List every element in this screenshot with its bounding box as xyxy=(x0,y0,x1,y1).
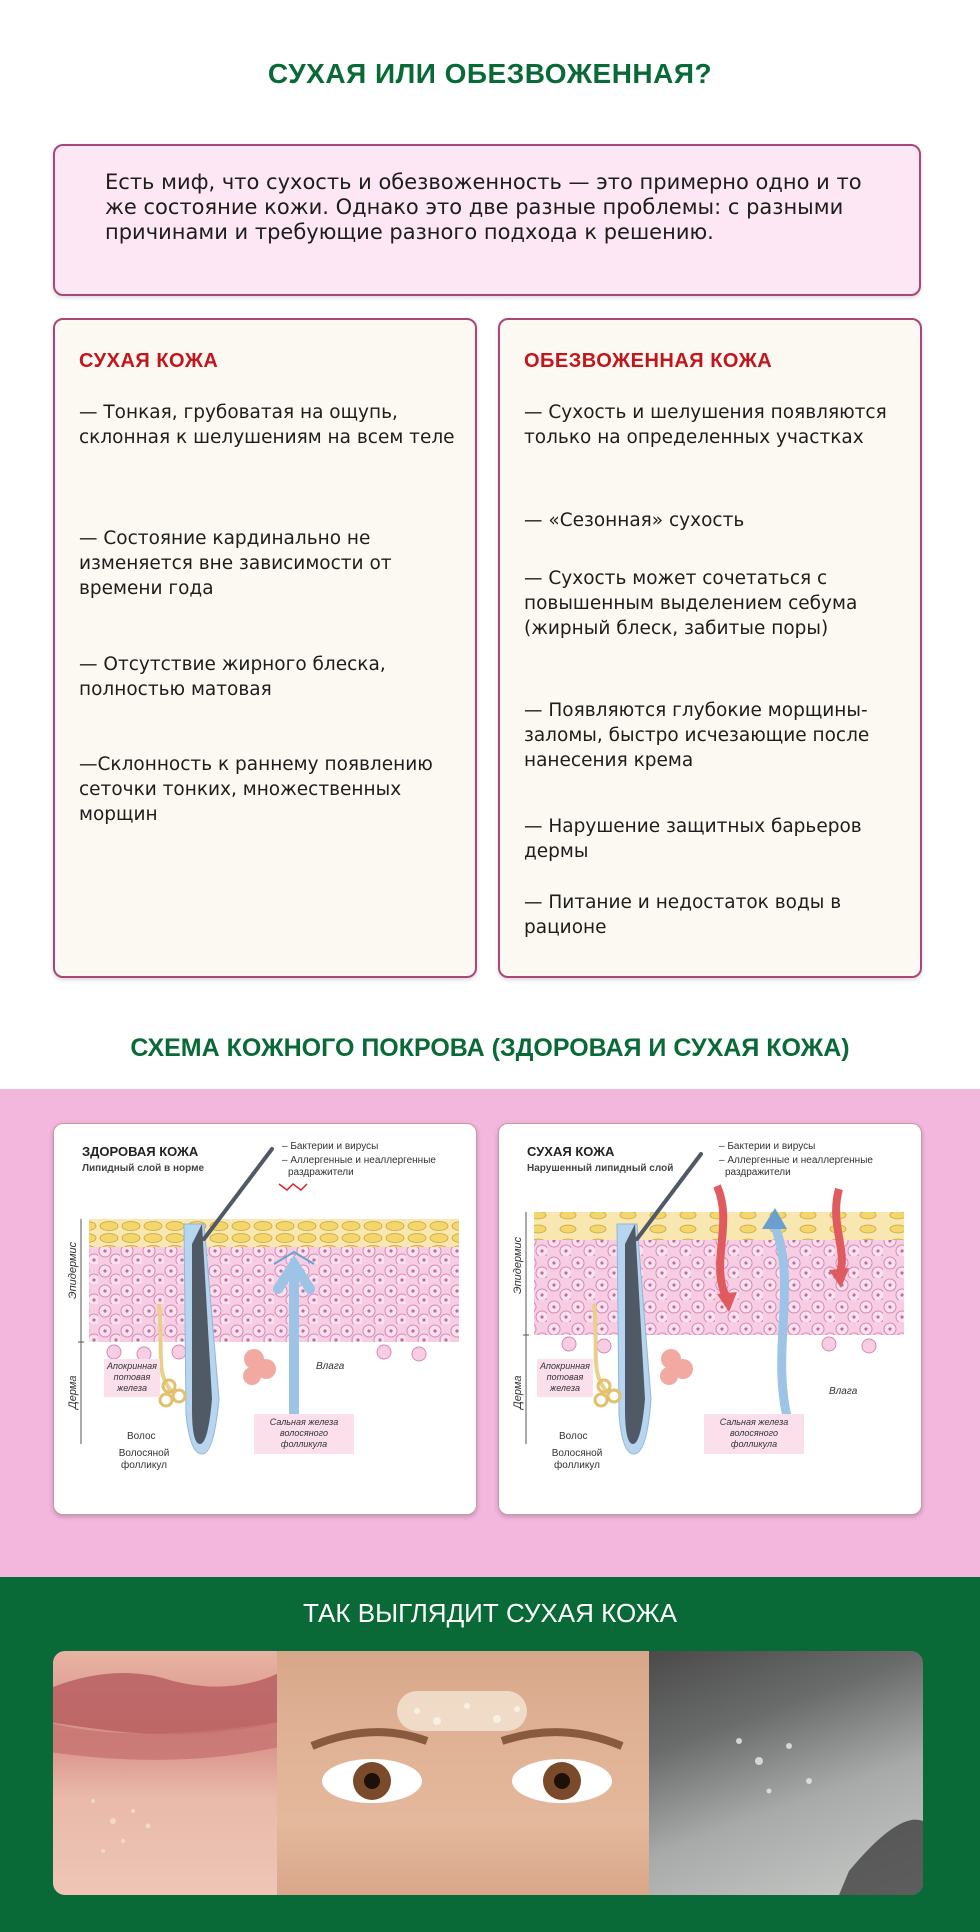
dry-skin-illustration: Эпидермис Дерма СУХАЯ КОЖА Нарушенный ли… xyxy=(512,1141,904,1471)
note-allergens: – Аллергенные и неаллергенные xyxy=(282,1155,436,1166)
sebaceous-label: Сальная железа xyxy=(270,1417,339,1427)
dermis-label: Дерма xyxy=(512,1375,524,1411)
note-allergens: – Аллергенные и неаллергенные xyxy=(719,1155,873,1166)
sebaceous-label: Сальная железа xyxy=(720,1417,789,1427)
dehydrated-item: — Сухость и шелушения появляются только … xyxy=(524,402,887,448)
sebaceous-label: волосяного xyxy=(280,1428,328,1438)
hair-shape xyxy=(192,1224,212,1444)
dry-skin-card: СУХАЯ КОЖА — Тонкая, грубоватая на ощупь… xyxy=(53,318,477,978)
page-title: СУХАЯ ИЛИ ОБЕЗВОЖЕННАЯ? xyxy=(267,58,713,89)
photo-lips xyxy=(53,1651,283,1895)
healthy-skin-illustration: Эпидермис Дерма ЗДОРОВАЯ КОЖА Липидный с… xyxy=(67,1141,459,1471)
gland-label: Апокринная xyxy=(539,1361,590,1371)
gland-label: железа xyxy=(116,1383,147,1393)
sebaceous-label: волосяного xyxy=(730,1428,778,1438)
lipid-layer xyxy=(89,1219,459,1247)
dry-item: — Тонкая, грубоватая на ощупь, склонная … xyxy=(79,402,455,448)
dehydrated-skin-heading: ОБЕЗВОЖЕННАЯ КОЖА xyxy=(524,350,773,372)
photo-eyes xyxy=(277,1651,649,1895)
epidermis-label: Эпидермис xyxy=(67,1241,79,1299)
hair-label: Волос xyxy=(559,1431,588,1442)
note-bacteria: – Бактерии и вирусы xyxy=(282,1141,378,1152)
dehydrated-item: — Нарушение защитных барьеров дермы xyxy=(524,816,862,862)
scheme-title: СХЕМА КОЖНОГО ПОКРОВА (ЗДОРОВАЯ И СУХАЯ … xyxy=(130,1034,850,1062)
dehydrated-item: — Питание и недостаток воды в рационе xyxy=(524,892,842,938)
note-irritants: раздражители xyxy=(725,1167,791,1178)
dry-item: — Состояние кардинально не изменяется вн… xyxy=(79,528,392,599)
hair-shape xyxy=(625,1224,645,1444)
photos-title: ТАК ВЫГЛЯДИТ СУХАЯ КОЖА xyxy=(303,1598,677,1628)
epidermis-layer xyxy=(89,1247,459,1342)
sebaceous-label: фолликула xyxy=(281,1439,327,1449)
hair-label: Волос xyxy=(127,1431,156,1442)
diagram-subtitle: Липидный слой в норме xyxy=(82,1163,204,1174)
dehydrated-item: — Появляются глубокие морщины-заломы, бы… xyxy=(524,700,870,771)
gland-label: потовая xyxy=(547,1372,584,1382)
sebaceous-label: фолликула xyxy=(731,1439,777,1449)
dry-skin-heading: СУХАЯ КОЖА xyxy=(79,350,219,372)
diagram-title: СУХАЯ КОЖА xyxy=(527,1144,615,1159)
diagram-title: ЗДОРОВАЯ КОЖА xyxy=(82,1144,199,1159)
dehydrated-item: — Сухость может сочетаться с повышенным … xyxy=(524,568,858,639)
epidermis-label: Эпидермис xyxy=(512,1236,524,1294)
dry-item: —Склонность к раннему появлению сеточки … xyxy=(79,754,433,825)
intro-text: Есть миф, что сухость и обезвоженность —… xyxy=(105,170,862,244)
moisture-label: Влага xyxy=(316,1361,345,1372)
dehydrated-skin-card: ОБЕЗВОЖЕННАЯ КОЖА — Сухость и шелушения … xyxy=(498,318,922,978)
note-bacteria: – Бактерии и вирусы xyxy=(719,1141,815,1152)
dry-skin-diagram: Эпидермис Дерма СУХАЯ КОЖА Нарушенный ли… xyxy=(498,1123,922,1515)
follicle-label: Волосяной xyxy=(552,1448,603,1459)
gland-label: Апокринная xyxy=(106,1361,157,1371)
follicle-label: фолликул xyxy=(554,1459,600,1471)
photo-strip xyxy=(53,1651,923,1895)
photo-cheek xyxy=(649,1651,923,1895)
intro-box: Есть миф, что сухость и обезвоженность —… xyxy=(53,144,921,296)
gland-label: потовая xyxy=(114,1372,151,1382)
moisture-label: Влага xyxy=(829,1386,858,1397)
dermis-label: Дерма xyxy=(67,1375,79,1411)
gland-label: железа xyxy=(549,1383,580,1393)
follicle-label: Волосяной xyxy=(119,1448,170,1459)
note-irritants: раздражители xyxy=(288,1167,354,1178)
dry-item: — Отсутствие жирного блеска, полностью м… xyxy=(79,654,386,700)
follicle-label: фолликул xyxy=(121,1459,167,1471)
dehydrated-item: — «Сезонная» сухость xyxy=(524,510,745,531)
diagram-subtitle: Нарушенный липидный слой xyxy=(527,1163,673,1174)
healthy-skin-diagram: Эпидермис Дерма ЗДОРОВАЯ КОЖА Липидный с… xyxy=(53,1123,477,1515)
